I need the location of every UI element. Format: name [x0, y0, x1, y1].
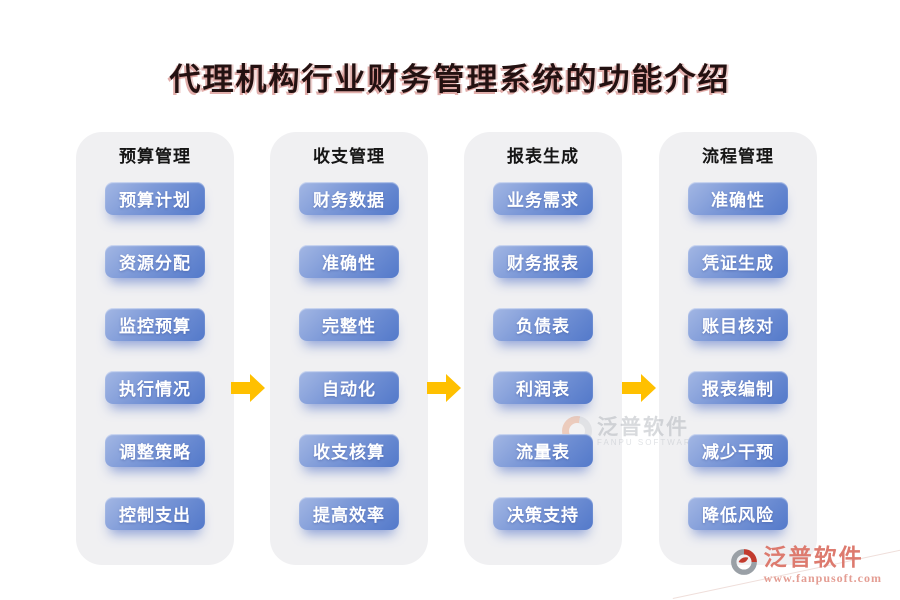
feature-button[interactable]: 准确性: [299, 245, 399, 278]
feature-button[interactable]: 收支核算: [299, 434, 399, 467]
feature-button[interactable]: 财务数据: [299, 182, 399, 215]
feature-button[interactable]: 完整性: [299, 308, 399, 341]
feature-button[interactable]: 财务报表: [493, 245, 593, 278]
feature-button[interactable]: 凭证生成: [688, 245, 788, 278]
feature-button[interactable]: 预算计划: [105, 182, 205, 215]
group-card-process: 流程管理 准确性 凭证生成 账目核对 报表编制 减少干预 降低风险: [659, 132, 817, 565]
arrow-right-icon: [427, 374, 461, 402]
feature-button[interactable]: 资源分配: [105, 245, 205, 278]
group-header: 报表生成: [507, 147, 579, 166]
brand-footer[interactable]: 泛普软件 www.fanpusoft.com: [730, 546, 882, 586]
arrow-right-icon: [622, 374, 656, 402]
arrow-right-icon: [231, 374, 265, 402]
feature-button[interactable]: 控制支出: [105, 497, 205, 530]
group-header: 收支管理: [313, 147, 385, 166]
feature-button[interactable]: 降低风险: [688, 497, 788, 530]
feature-button[interactable]: 流量表: [493, 434, 593, 467]
feature-button[interactable]: 账目核对: [688, 308, 788, 341]
page-title: 代理机构行业财务管理系统的功能介绍: [169, 62, 731, 97]
brand-name: 泛普软件: [763, 545, 864, 570]
feature-button[interactable]: 执行情况: [105, 371, 205, 404]
group-card-reports: 报表生成 业务需求 财务报表 负债表 利润表 流量表 决策支持: [464, 132, 622, 565]
feature-button[interactable]: 利润表: [493, 371, 593, 404]
group-header: 预算管理: [119, 147, 191, 166]
feature-button[interactable]: 减少干预: [688, 434, 788, 467]
fanpu-logo-icon: [730, 548, 758, 576]
group-header: 流程管理: [702, 147, 774, 166]
feature-button[interactable]: 准确性: [688, 182, 788, 215]
group-card-budget: 预算管理 预算计划 资源分配 监控预算 执行情况 调整策略 控制支出: [76, 132, 234, 565]
feature-button[interactable]: 决策支持: [493, 497, 593, 530]
brand-url[interactable]: www.fanpusoft.com: [763, 571, 882, 585]
feature-button[interactable]: 报表编制: [688, 371, 788, 404]
feature-button[interactable]: 业务需求: [493, 182, 593, 215]
feature-button[interactable]: 监控预算: [105, 308, 205, 341]
feature-button[interactable]: 提高效率: [299, 497, 399, 530]
feature-button[interactable]: 负债表: [493, 308, 593, 341]
feature-button[interactable]: 自动化: [299, 371, 399, 404]
group-card-income-expense: 收支管理 财务数据 准确性 完整性 自动化 收支核算 提高效率: [270, 132, 428, 565]
feature-button[interactable]: 调整策略: [105, 434, 205, 467]
